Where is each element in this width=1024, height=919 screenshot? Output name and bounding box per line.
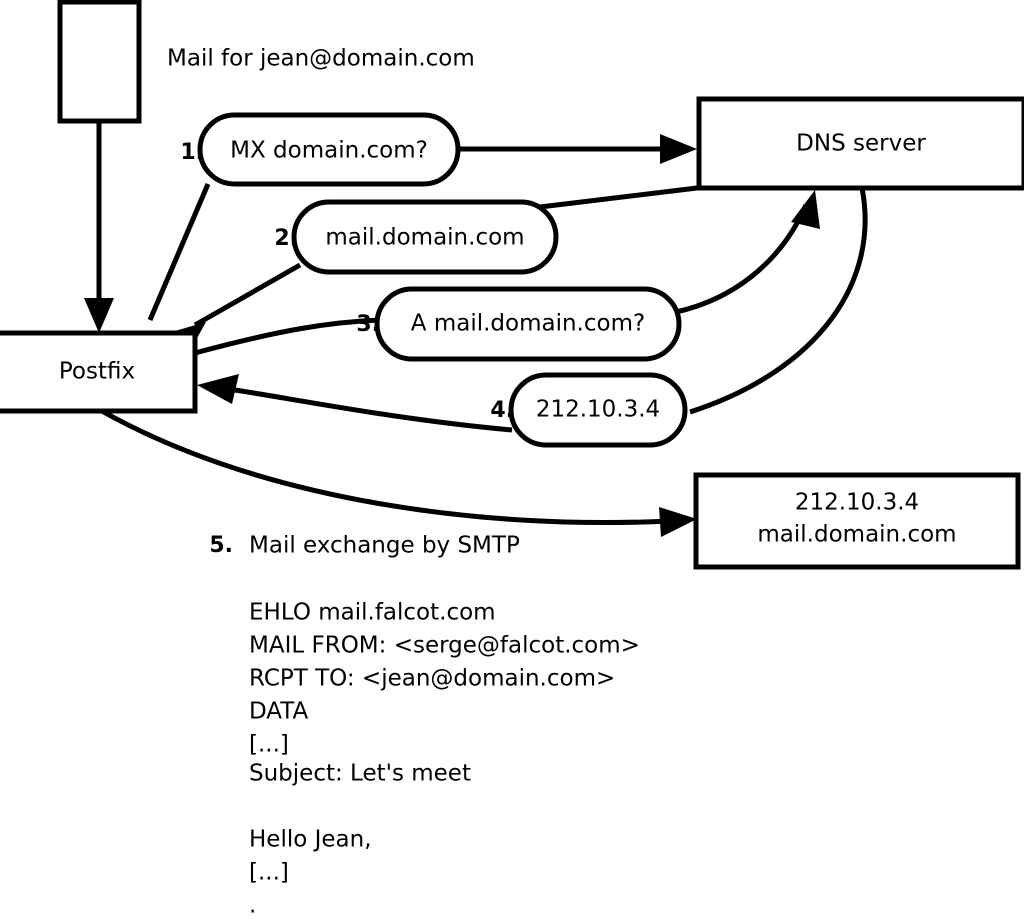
postfix-label: Postfix	[59, 359, 135, 385]
edge-line-head	[675, 204, 809, 315]
step-bubble-3: 3. A mail.domain.com?	[356, 286, 682, 362]
step-bubble-1: 1. MX domain.com?	[180, 112, 461, 187]
edge-step3-postfix-to-dns	[194, 190, 820, 356]
step-4-number: 4.	[490, 398, 514, 423]
step-3-label: A mail.domain.com?	[411, 311, 645, 337]
step-1-bubble	[197, 112, 461, 187]
transcript-line-9: .	[249, 893, 256, 919]
node-postfix: Postfix	[0, 330, 198, 414]
edge-client-to-postfix	[84, 121, 114, 333]
transcript-line-5: Subject: Let's meet	[249, 761, 471, 787]
edge-step5-postfix-to-mailserver	[98, 407, 697, 537]
mail-server-ip: 212.10.3.4	[795, 490, 919, 516]
postfix-box	[0, 330, 198, 414]
mail-server-host: mail.domain.com	[757, 522, 956, 548]
step-5-number: 5.	[209, 533, 233, 558]
dns-server-box	[696, 96, 1024, 191]
transcript-line-3: DATA	[249, 699, 309, 725]
client-box	[57, 0, 142, 124]
transcript-line-1: MAIL FROM: <serge@falcot.com>	[249, 633, 640, 659]
step-bubble-2: 2. mail.domain.com	[274, 199, 559, 275]
edge-step4-dns-to-postfix	[197, 187, 868, 433]
transcript-line-8: [...]	[249, 860, 289, 886]
edge-step1-postfix-to-dns	[147, 134, 697, 321]
mail-server-box	[693, 472, 1021, 570]
edge-line-head	[539, 185, 698, 210]
transcript-line-2: RCPT TO: <jean@domain.com>	[249, 666, 615, 692]
arrowhead-left	[197, 374, 239, 404]
node-dns-server: DNS server	[696, 96, 1024, 191]
step-2-bubble	[291, 199, 559, 275]
edge-line	[98, 407, 671, 526]
step-bubble-4: 4. 212.10.3.4	[490, 372, 688, 448]
step-1-label: MX domain.com?	[230, 138, 428, 164]
step-3-bubble	[374, 286, 682, 362]
edge-line-tail	[234, 387, 513, 433]
edge-line-head	[689, 187, 868, 415]
step-4-bubble	[508, 372, 688, 448]
arrowhead-right	[660, 134, 697, 164]
step-5-label: Mail exchange by SMTP	[249, 533, 520, 559]
step-2-label: mail.domain.com	[325, 225, 524, 251]
edge-line-tail	[194, 317, 381, 356]
arrowhead-right	[659, 507, 697, 537]
transcript-line-7: Hello Jean,	[249, 827, 372, 853]
dns-server-label: DNS server	[796, 131, 926, 157]
step-4-label: 212.10.3.4	[536, 397, 660, 423]
arrowhead-down	[84, 298, 114, 333]
edge-line-tail	[147, 183, 211, 321]
diagram-title: Mail for jean@domain.com	[167, 46, 475, 72]
arrowhead-upright	[791, 190, 820, 229]
edge-line-tail	[193, 262, 302, 328]
transcript-line-0: EHLO mail.falcot.com	[249, 600, 496, 626]
node-mail-server: 212.10.3.4 mail.domain.com	[693, 472, 1021, 570]
transcript-line-4: [...]	[249, 732, 289, 758]
node-client	[57, 0, 142, 124]
step-3-number: 3.	[356, 312, 380, 337]
